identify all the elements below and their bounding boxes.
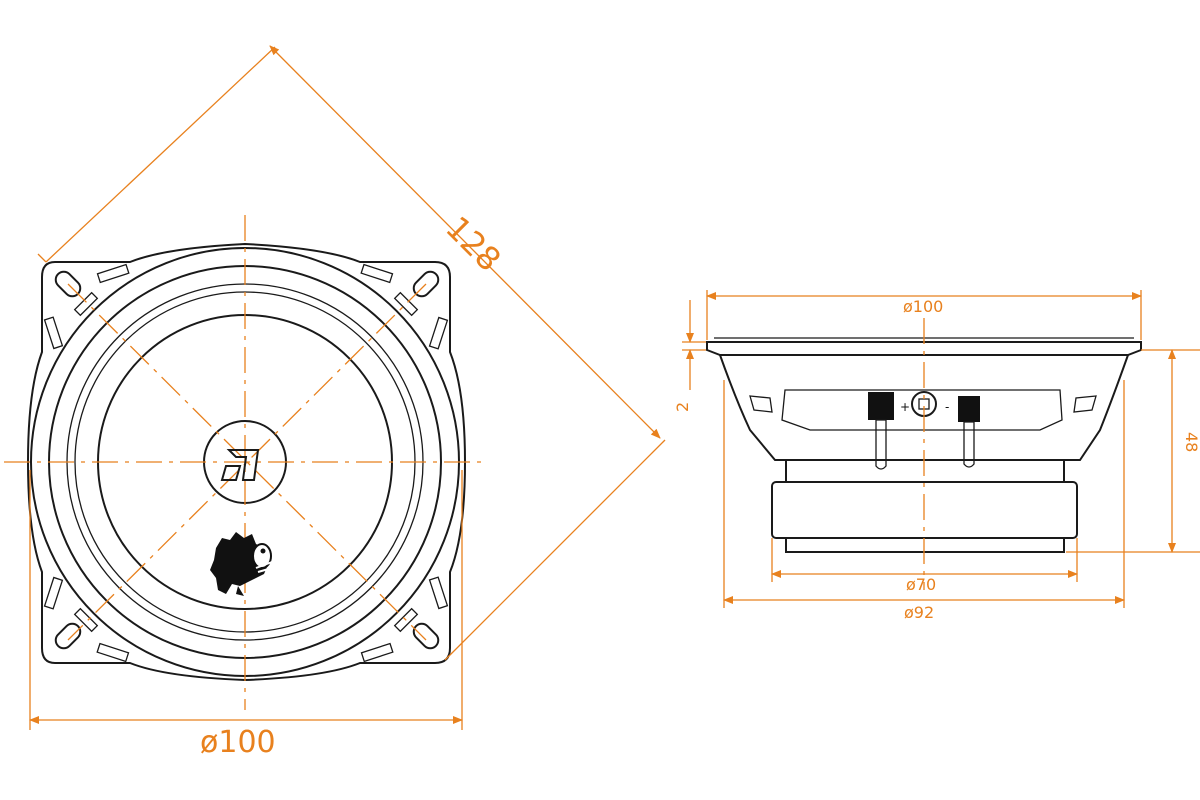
mount-hole-br (412, 622, 440, 650)
mount-hole-bl (54, 622, 82, 650)
basket-dimension-label: ø92 (904, 603, 934, 622)
diag-ext-1 (37, 253, 47, 263)
terminal-positive-tab (875, 419, 887, 470)
magnet-ring (785, 459, 1065, 483)
terminal-negative-tab (963, 421, 975, 468)
height-dimension-label: 48 (1182, 432, 1200, 452)
front-view: 128 ø100 (4, 45, 666, 760)
width-dimension-label: ø100 (200, 725, 276, 760)
side-view: + - ø100 2 48 ø70 ø92 (673, 290, 1200, 622)
side-basket (718, 354, 1130, 461)
basket-side-slots (749, 395, 1097, 413)
basket-window (781, 389, 1063, 431)
top-dimension-label: ø100 (903, 297, 943, 316)
magnet-back-plate (785, 537, 1065, 553)
center-line-diag-2 (67, 283, 427, 641)
terminal-positive-block (868, 392, 894, 420)
flange-dimension-label: 2 (673, 402, 692, 412)
diag-ext-2 (444, 439, 666, 661)
magnet-dimension-label: ø70 (906, 575, 936, 594)
terminal-positive-label: + (900, 400, 910, 414)
brand-logo-icon (220, 449, 260, 481)
center-line-diag-1 (67, 283, 427, 641)
diag-dimension-line (269, 45, 661, 439)
terminal-negative-label: - (945, 400, 949, 414)
diag-ext-3 (45, 46, 276, 263)
fish-mascot-icon (210, 532, 273, 596)
terminal-negative-block (958, 396, 980, 422)
